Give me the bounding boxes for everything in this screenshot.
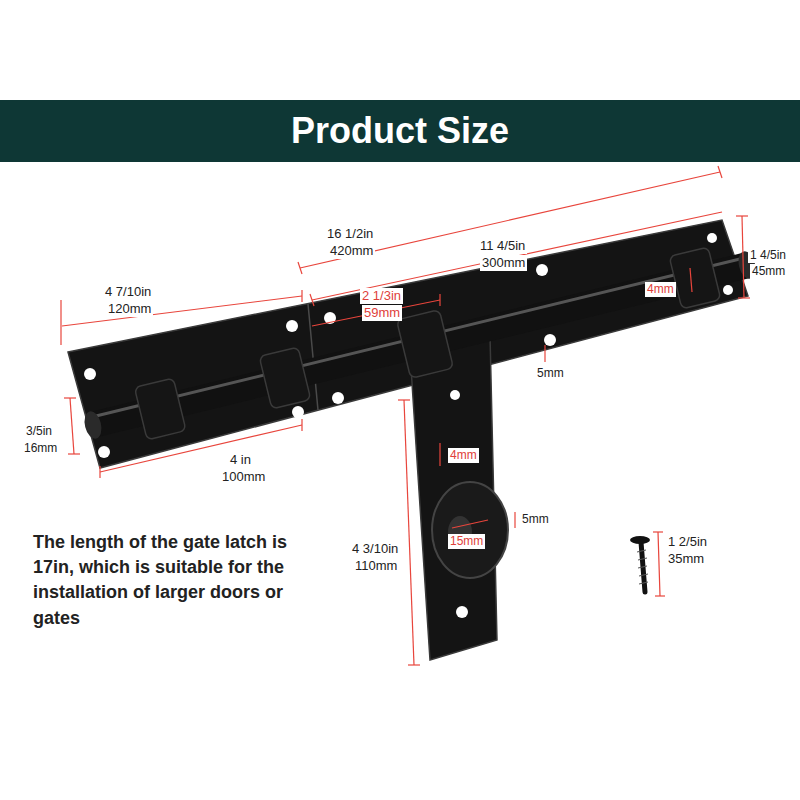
bolt-guides (134, 247, 720, 440)
dimension-label: 16 1/2in (325, 226, 375, 242)
dimension-label: 4 in (228, 452, 253, 468)
dimension-label: 45mm (750, 264, 787, 279)
dimension-label: 300mm (480, 255, 527, 271)
dimension-label: 4mm (645, 282, 676, 297)
dimension-label: 1 2/5in (666, 534, 709, 550)
dimension-label: 420mm (328, 243, 375, 259)
bolt (92, 265, 748, 425)
dimension-label: 16mm (22, 441, 59, 456)
dimension-label: 3/5in (24, 424, 54, 439)
strike-hole (456, 606, 468, 618)
dimension-label: 59mm (362, 305, 402, 321)
dimension-label: 4mm (448, 448, 479, 463)
dimension-label: 35mm (666, 551, 706, 567)
knob (432, 482, 508, 578)
dimension-label: 11 4/5in (478, 238, 527, 254)
dimension-label: 110mm (353, 558, 399, 574)
dimension-label: 120mm (106, 301, 153, 317)
dimension-label: 15mm (448, 534, 485, 549)
screw (630, 536, 650, 592)
strike-hole (450, 390, 460, 400)
dimension-label: 100mm (220, 469, 267, 485)
screw-holes (84, 233, 733, 458)
base-plate (68, 220, 748, 468)
dimension-label: 1 4/5in (748, 248, 788, 263)
note-text: The length of the gate latch is 17in, wh… (33, 530, 333, 631)
dimension-label: 4 7/10in (103, 284, 153, 300)
dimension-label: 5mm (535, 366, 566, 381)
dimension-label: 5mm (520, 512, 551, 527)
bolt-end (82, 410, 104, 441)
dimension-label: 4 3/10in (350, 541, 400, 557)
bolt-highlight (96, 258, 744, 416)
page-title: Product Size (0, 108, 800, 153)
dimension-label: 2 1/3in (360, 288, 403, 304)
title-banner (0, 100, 800, 162)
